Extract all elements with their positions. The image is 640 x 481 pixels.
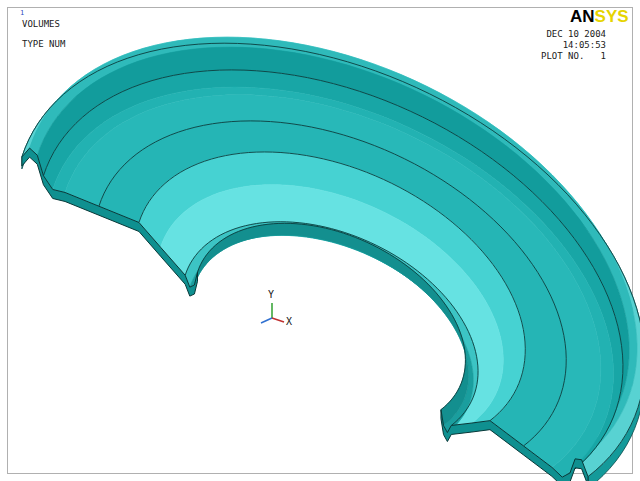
- volume-model: [22, 37, 640, 481]
- surface-band: [22, 37, 640, 476]
- surface-band: [99, 121, 566, 446]
- surface-band: [43, 70, 622, 477]
- surface-band: [185, 222, 478, 433]
- surface-band: [53, 87, 614, 477]
- cut-section: [22, 148, 198, 296]
- logo-part: AN: [570, 8, 595, 25]
- x-axis: [272, 318, 284, 322]
- axis-label: X: [286, 317, 292, 327]
- edge-line: [99, 121, 566, 446]
- plot-time: 14:05:53: [563, 41, 606, 50]
- z-axis: [261, 318, 272, 323]
- cut-section: [441, 410, 588, 481]
- plot-date: DEC 10 2004: [546, 30, 606, 39]
- surface-band: [161, 185, 504, 426]
- plot-type: VOLUMES: [22, 20, 60, 29]
- edge-line: [198, 223, 466, 409]
- logo-part: SYS: [595, 8, 629, 25]
- axis-triad: [261, 303, 284, 323]
- surface-band: [65, 95, 601, 468]
- numbering: TYPE NUM: [22, 40, 65, 49]
- edge-line: [43, 70, 622, 473]
- axis-label: Y: [268, 290, 274, 300]
- surface-band: [190, 235, 474, 433]
- window-number: 1: [20, 10, 24, 17]
- surface-band: [194, 223, 468, 425]
- outer-rim-face: [22, 43, 640, 481]
- plot-number: PLOT NO. 1: [541, 52, 606, 61]
- edge-line: [139, 152, 525, 421]
- edge-line: [22, 43, 640, 476]
- y-axis: [271, 303, 273, 318]
- edge-line: [185, 222, 478, 426]
